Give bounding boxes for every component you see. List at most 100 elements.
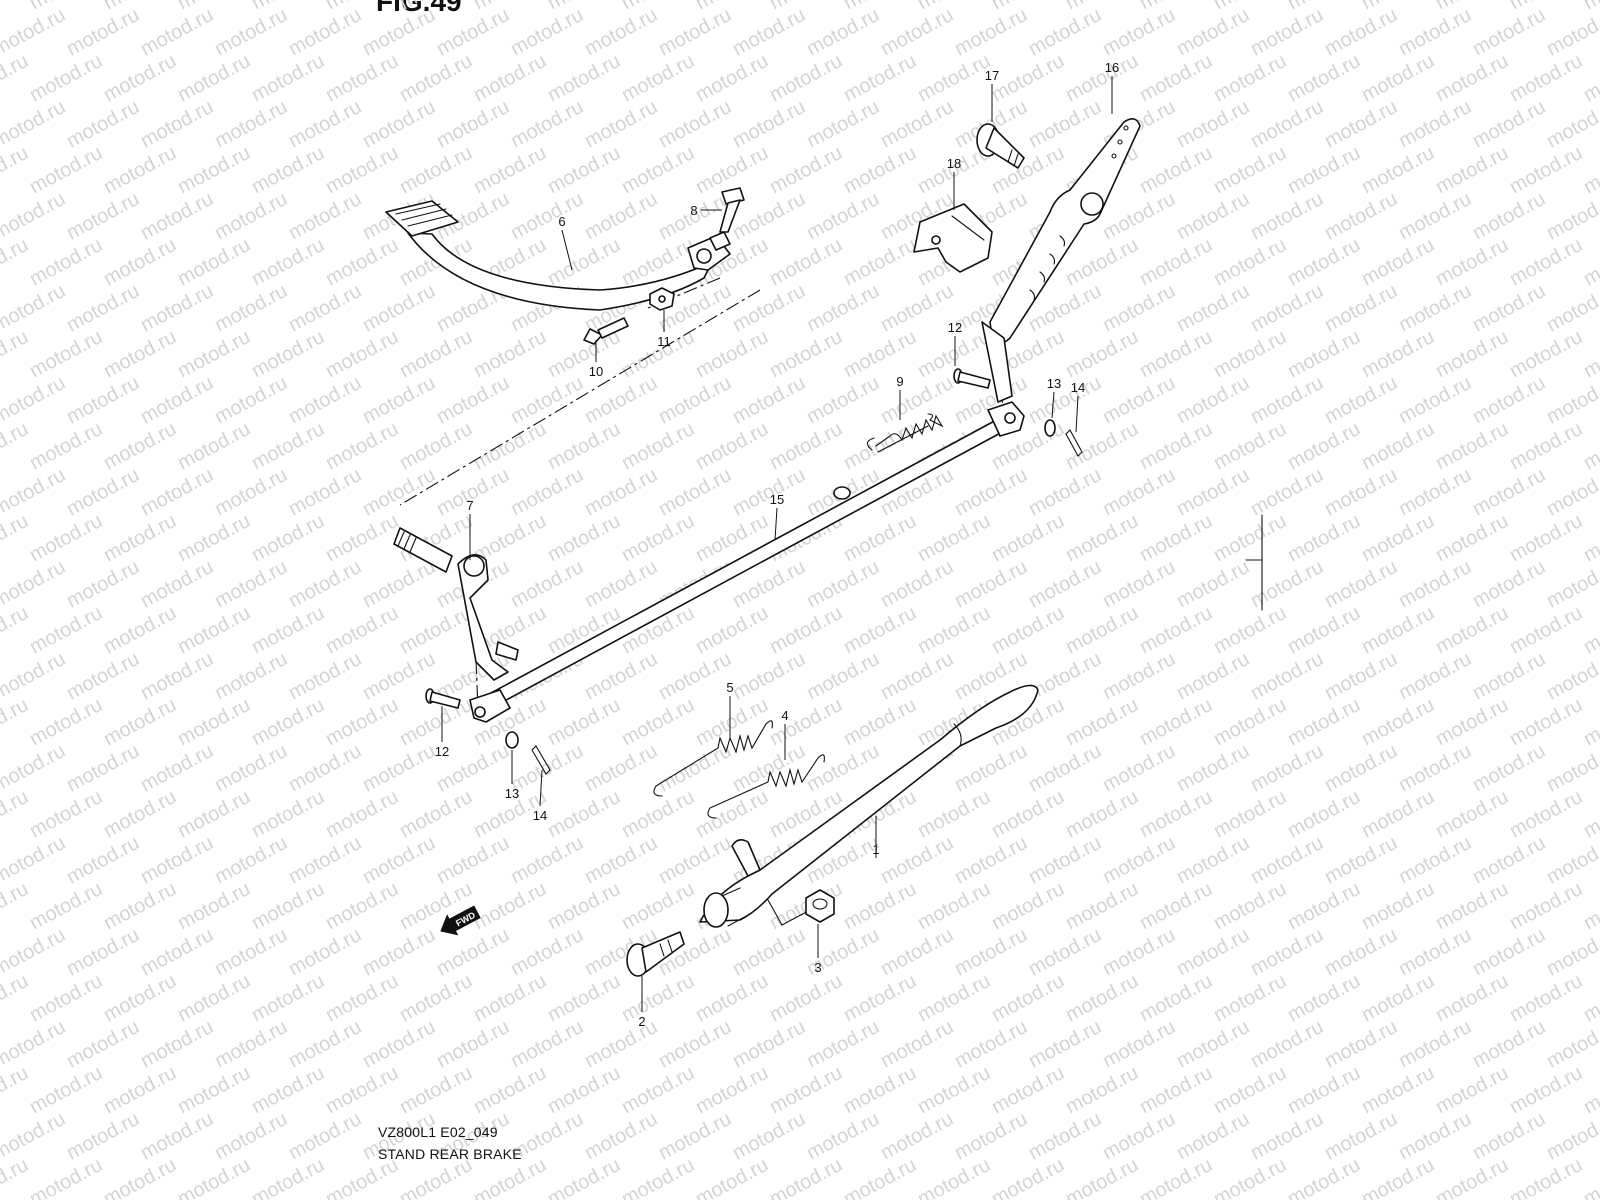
callout-17: 17 bbox=[985, 68, 999, 83]
watermark-text: motod.ru bbox=[1284, 234, 1364, 290]
watermark-text: motod.ru bbox=[0, 970, 32, 1026]
watermark-text: motod.ru bbox=[766, 50, 846, 106]
cover-18 bbox=[913, 203, 993, 273]
watermark-text: motod.ru bbox=[1395, 96, 1475, 152]
watermark-text: motod.ru bbox=[1395, 1108, 1475, 1164]
watermark-text: motod.ru bbox=[803, 1108, 883, 1164]
watermark-text: motod.ru bbox=[655, 648, 735, 704]
watermark-text: motod.ru bbox=[1432, 1062, 1512, 1118]
watermark-text: motod.ru bbox=[1284, 878, 1364, 934]
watermark-text: motod.ru bbox=[1025, 832, 1105, 888]
stand-bolt-2 bbox=[626, 931, 685, 977]
watermark-text: motod.ru bbox=[137, 832, 217, 888]
watermark-text: motod.ru bbox=[137, 924, 217, 980]
watermark-text: motod.ru bbox=[285, 832, 365, 888]
watermark-text: motod.ru bbox=[840, 510, 920, 566]
watermark-text: motod.ru bbox=[1062, 0, 1142, 14]
watermark-text: motod.ru bbox=[544, 786, 624, 842]
watermark-text: motod.ru bbox=[581, 740, 661, 796]
watermark-text: motod.ru bbox=[914, 1154, 994, 1200]
watermark-text: motod.ru bbox=[914, 0, 994, 14]
watermark-text: motod.ru bbox=[0, 418, 32, 474]
watermark-text: motod.ru bbox=[174, 142, 254, 198]
watermark-text: motod.ru bbox=[544, 326, 624, 382]
watermark-text: motod.ru bbox=[1062, 786, 1142, 842]
watermark-text: motod.ru bbox=[470, 142, 550, 198]
watermark-text: motod.ru bbox=[137, 96, 217, 152]
watermark-text: motod.ru bbox=[470, 1062, 550, 1118]
watermark-text: motod.ru bbox=[322, 694, 402, 750]
stand-nut-3 bbox=[805, 889, 835, 923]
watermark-text: motod.ru bbox=[507, 188, 587, 244]
watermark-text: motod.ru bbox=[1173, 740, 1253, 796]
watermark-text: motod.ru bbox=[100, 326, 180, 382]
watermark-text: motod.ru bbox=[0, 878, 32, 934]
watermark-text: motod.ru bbox=[840, 878, 920, 934]
watermark-text: motod.ru bbox=[1395, 464, 1475, 520]
watermark-text: motod.ru bbox=[914, 970, 994, 1026]
watermark-text: motod.ru bbox=[544, 878, 624, 934]
watermark-text: motod.ru bbox=[951, 4, 1031, 60]
watermark-text: motod.ru bbox=[0, 1062, 32, 1118]
watermark-text: motod.ru bbox=[211, 188, 291, 244]
watermark-text: motod.ru bbox=[840, 1062, 920, 1118]
watermark-text: motod.ru bbox=[1580, 510, 1600, 566]
watermark-text: motod.ru bbox=[63, 372, 143, 428]
watermark-text: motod.ru bbox=[618, 1062, 698, 1118]
watermark-text: motod.ru bbox=[618, 418, 698, 474]
watermark-text: motod.ru bbox=[100, 50, 180, 106]
watermark-text: motod.ru bbox=[1321, 556, 1401, 612]
watermark-text: motod.ru bbox=[1062, 878, 1142, 934]
watermark-text: motod.ru bbox=[1506, 418, 1586, 474]
watermark-text: motod.ru bbox=[1136, 234, 1216, 290]
watermark-text: motod.ru bbox=[211, 832, 291, 888]
watermark-text: motod.ru bbox=[1136, 418, 1216, 474]
watermark-text: motod.ru bbox=[359, 464, 439, 520]
callout-14-lower: 14 bbox=[533, 808, 547, 823]
watermark-text: motod.ru bbox=[63, 96, 143, 152]
watermark-text: motod.ru bbox=[285, 4, 365, 60]
watermark-text: motod.ru bbox=[544, 510, 624, 566]
watermark-text: motod.ru bbox=[1136, 0, 1216, 14]
watermark-text: motod.ru bbox=[1136, 50, 1216, 106]
watermark-text: motod.ru bbox=[803, 280, 883, 336]
watermark-text: motod.ru bbox=[507, 1016, 587, 1072]
watermark-text: motod.ru bbox=[285, 556, 365, 612]
watermark-text: motod.ru bbox=[877, 4, 957, 60]
watermark-text: motod.ru bbox=[1247, 96, 1327, 152]
watermark-text: motod.ru bbox=[618, 0, 698, 14]
watermark-text: motod.ru bbox=[322, 878, 402, 934]
watermark-text: motod.ru bbox=[1284, 694, 1364, 750]
watermark-text: motod.ru bbox=[1321, 96, 1401, 152]
watermark-text: motod.ru bbox=[1210, 1154, 1290, 1200]
watermark-text: motod.ru bbox=[63, 1016, 143, 1072]
watermark-text: motod.ru bbox=[1173, 372, 1253, 428]
watermark-text: motod.ru bbox=[100, 602, 180, 658]
figure-title: FIG.49 bbox=[376, 0, 462, 17]
watermark-text: motod.ru bbox=[174, 786, 254, 842]
watermark-text: motod.ru bbox=[63, 280, 143, 336]
watermark-text: motod.ru bbox=[26, 878, 106, 934]
watermark-text: motod.ru bbox=[581, 96, 661, 152]
watermark-text: motod.ru bbox=[1099, 556, 1179, 612]
watermark-text: motod.ru bbox=[396, 970, 476, 1026]
watermark-text: motod.ru bbox=[1395, 740, 1475, 796]
watermark-text: motod.ru bbox=[544, 50, 624, 106]
watermark-text: motod.ru bbox=[248, 234, 328, 290]
watermark-text: motod.ru bbox=[26, 0, 106, 14]
watermark-text: motod.ru bbox=[766, 418, 846, 474]
watermark-text: motod.ru bbox=[1395, 372, 1475, 428]
watermark-text: motod.ru bbox=[1580, 602, 1600, 658]
watermark-text: motod.ru bbox=[951, 1108, 1031, 1164]
watermark-text: motod.ru bbox=[1321, 1016, 1401, 1072]
watermark-text: motod.ru bbox=[1025, 1016, 1105, 1072]
watermark-text: motod.ru bbox=[322, 1062, 402, 1118]
watermark-text: motod.ru bbox=[1580, 326, 1600, 382]
watermark-text: motod.ru bbox=[470, 50, 550, 106]
watermark-text: motod.ru bbox=[1506, 1062, 1586, 1118]
watermark-text: motod.ru bbox=[507, 556, 587, 612]
watermark-text: motod.ru bbox=[26, 234, 106, 290]
watermark-text: motod.ru bbox=[285, 464, 365, 520]
cotter-pin-14-lower bbox=[531, 745, 551, 775]
